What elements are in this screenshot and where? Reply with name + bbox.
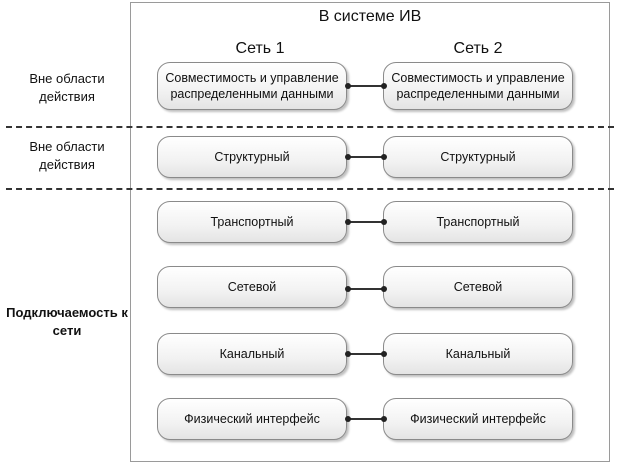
column-header-network-2: Сеть 2 [453,40,503,57]
layer-box-network-2: Транспортный [383,201,573,243]
connector-dot [345,83,351,89]
connector-dot [345,286,351,292]
connector-dot [381,416,387,422]
connector-line [348,221,384,223]
layer-box-network-2: Физический интерфейс [383,398,573,440]
dashed-divider [6,126,614,128]
column-header-network-1: Сеть 1 [235,40,285,57]
connector-dot [381,154,387,160]
layer-box-network-1: Физический интерфейс [157,398,347,440]
connector-dot [381,219,387,225]
layer-box-network-1: Канальный [157,333,347,375]
layer-box-network-1: Транспортный [157,201,347,243]
dashed-divider [6,188,614,190]
connector-line [348,288,384,290]
connector-line [348,418,384,420]
connector-line [348,156,384,158]
row-label-out-of-scope: Вне области действия [29,139,105,172]
connector-line [348,85,384,87]
layer-box-network-2: Структурный [383,136,573,178]
layer-box-network-2: Канальный [383,333,573,375]
connector-dot [345,351,351,357]
connector-line [348,353,384,355]
connector-dot [345,154,351,160]
layer-box-network-1: Совместимость и управление распределенны… [157,62,347,110]
row-label-connectivity: Подключаемость к сети [6,305,128,338]
connector-dot [381,83,387,89]
layer-box-network-1: Структурный [157,136,347,178]
diagram-title: В системе ИВ [318,8,422,25]
connector-dot [345,416,351,422]
layer-box-network-2: Совместимость и управление распределенны… [383,62,573,110]
connector-dot [381,286,387,292]
row-label-out-of-scope: Вне области действия [29,71,105,104]
layer-box-network-1: Сетевой [157,266,347,308]
layer-box-network-2: Сетевой [383,266,573,308]
connector-dot [381,351,387,357]
connector-dot [345,219,351,225]
